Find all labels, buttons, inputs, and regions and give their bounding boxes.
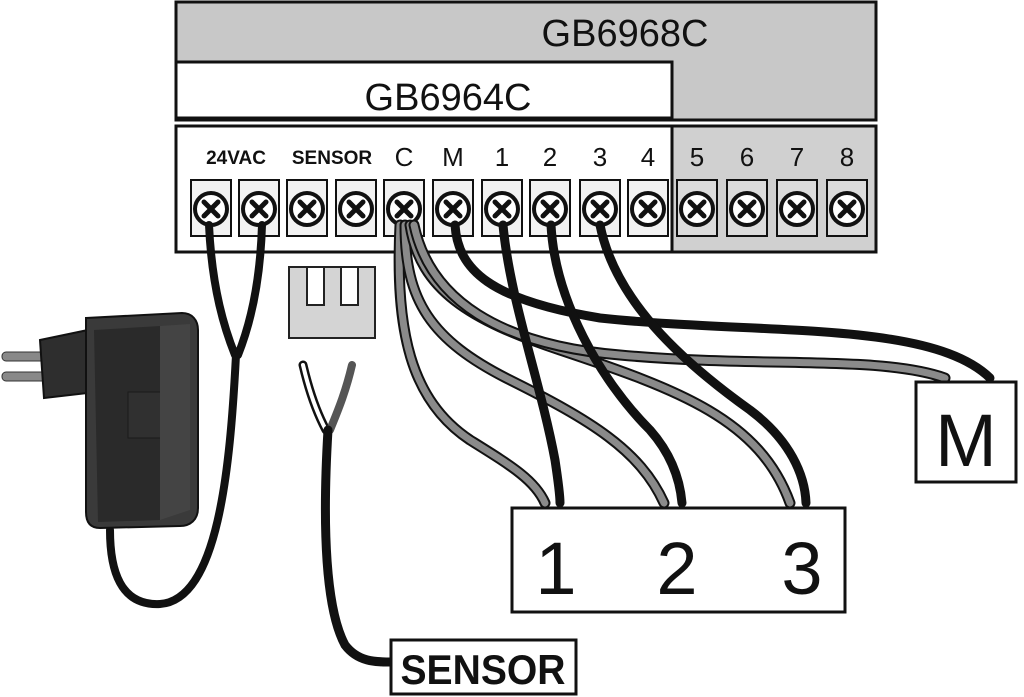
- terminal-screw-icon: [579, 179, 621, 237]
- terminal-label-24vac: 24VAC: [206, 148, 266, 169]
- terminal-label-1: 1: [495, 142, 509, 172]
- terminal-label-m: M: [442, 142, 464, 172]
- wire-24vac-left: [205, 221, 239, 359]
- valve-label-1: 1: [535, 527, 576, 610]
- wire-adapter-cable: [106, 351, 240, 609]
- wire-station-2: [546, 220, 687, 508]
- wire-sensor-white-core: [301, 363, 328, 432]
- terminal-label-2: 2: [543, 142, 557, 172]
- model-label-gb6964c: GB6964C: [365, 77, 532, 119]
- wire-24vac-right: [234, 221, 266, 359]
- sensor-box: SENSOR: [389, 638, 578, 696]
- terminal-screw-icon: [826, 179, 868, 237]
- terminal-screw-icon: [676, 179, 718, 237]
- power-adapter-icon: [1, 311, 199, 530]
- terminal-label-6: 6: [740, 142, 754, 172]
- terminal-screw-icon: [726, 179, 768, 237]
- master-valve-label: M: [935, 399, 997, 482]
- terminal-screw-icon: [627, 179, 669, 237]
- terminal-screw-icon: [286, 179, 328, 237]
- terminal-label-3: 3: [593, 142, 607, 172]
- wire-station-1: [498, 220, 565, 508]
- sensor-box-label: SENSOR: [401, 646, 566, 693]
- valve-label-3: 3: [781, 527, 822, 610]
- terminal-screws: [190, 179, 868, 237]
- terminal-screw-icon: [238, 179, 280, 237]
- terminal-label-sensor: SENSOR: [292, 148, 373, 169]
- terminal-label-8: 8: [840, 142, 854, 172]
- valve-box: 1 2 3: [510, 506, 847, 614]
- model-header-gb6964c: GB6964C: [174, 60, 674, 120]
- terminal-screw-icon: [335, 179, 377, 237]
- master-valve-box: M: [914, 380, 1018, 484]
- terminal-label-c: C: [395, 142, 414, 172]
- terminal-label-7: 7: [790, 142, 804, 172]
- wire-sensor-cable: [320, 425, 397, 667]
- model-label-gb6968c: GB6968C: [542, 13, 709, 55]
- terminal-strip: 24VAC SENSOR C M 1 2 3 4 5 6 7 8: [174, 124, 878, 254]
- wires: [106, 219, 995, 667]
- sensor-connector: [288, 266, 376, 339]
- valve-label-2: 2: [656, 527, 697, 610]
- wire-station-3: [595, 220, 811, 508]
- terminal-screw-icon: [776, 179, 818, 237]
- wire-sensor-dark: [326, 361, 356, 434]
- terminal-label-5: 5: [690, 142, 704, 172]
- terminal-label-4: 4: [641, 142, 655, 172]
